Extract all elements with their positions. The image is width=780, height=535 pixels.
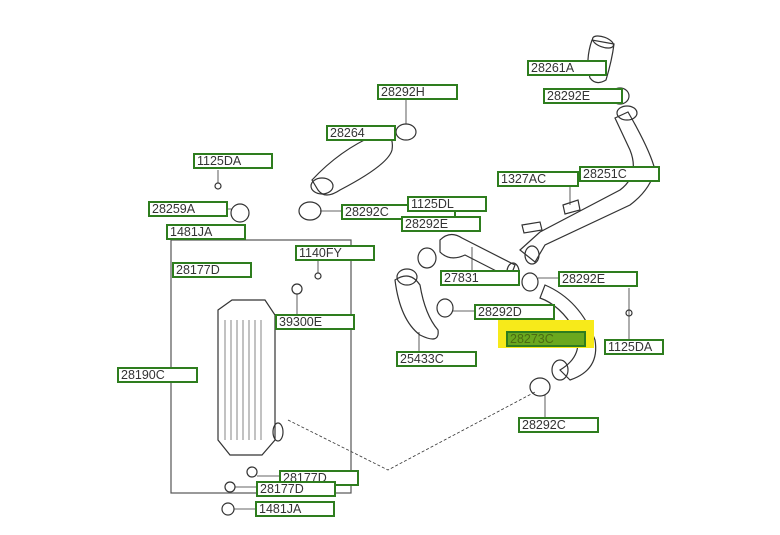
part-label-1140fy[interactable]: 1140FY [295,245,375,261]
nut-1481ja-bottom [221,502,235,516]
cap-28177d-a [246,466,258,478]
part-label-1481ja[interactable]: 1481JA [166,224,246,240]
part-label-28177d[interactable]: 28177D [256,481,336,497]
part-label-28251c[interactable]: 28251C [579,166,660,182]
bracket2-28251c [521,221,543,234]
connection-dashed [287,391,536,471]
hose-25433c [394,275,439,340]
part-label-27831[interactable]: 27831 [440,270,520,286]
intercooler-outlet [272,422,284,442]
part-label-28273c[interactable]: 28273C [506,331,586,347]
part-label-28292c[interactable]: 28292C [518,417,599,433]
bracket-28251c [562,199,581,215]
pipe-end-28251c-low [524,245,540,265]
clamp-28292d [436,298,454,318]
part-label-1327ac[interactable]: 1327AC [497,171,579,187]
pipe-28251c [519,111,656,263]
part-label-25433c[interactable]: 25433C [396,351,477,367]
part-label-28292h[interactable]: 28292H [377,84,458,100]
clamp-28292c-upper [298,201,322,221]
part-label-1125da[interactable]: 1125DA [193,153,273,169]
hose-end-28261a [591,35,615,49]
hose-end-25433c [396,268,418,286]
sensor-39300e [291,283,303,295]
part-label-28292d[interactable]: 28292D [474,304,555,320]
part-label-28292e[interactable]: 28292E [558,271,638,287]
part-label-28292e[interactable]: 28292E [543,88,623,104]
hose-28264 [311,133,393,196]
part-label-28259a[interactable]: 28259A [148,201,228,217]
bolt-1125da [214,182,222,190]
part-label-28292e[interactable]: 28292E [401,216,481,232]
part-label-39300e[interactable]: 39300E [275,314,355,330]
clamp-28292e-mid [417,247,437,269]
intercooler-fins [224,320,262,440]
intercooler-28190c [217,299,276,456]
part-label-1481ja[interactable]: 1481JA [255,501,335,517]
hose-end-28264 [310,177,334,195]
clamp-28292e-right [521,272,539,292]
part-label-28190c[interactable]: 28190C [117,367,198,383]
part-label-28177d[interactable]: 28177D [172,262,252,278]
part-label-28264[interactable]: 28264 [326,125,396,141]
pipe-end-28251c [616,105,638,121]
bracket-28259a [230,203,250,223]
cap-28177d-b [224,481,236,493]
hose-end-28273c [551,359,569,381]
part-label-28261a[interactable]: 28261A [527,60,607,76]
bolt-1140fy [314,272,322,280]
part-label-1125da[interactable]: 1125DA [604,339,664,355]
clamp-28292c-low [529,377,551,397]
hose-28273c [539,284,597,381]
part-label-1125dl[interactable]: 1125DL [407,196,487,212]
clamp-28292h [395,123,417,141]
